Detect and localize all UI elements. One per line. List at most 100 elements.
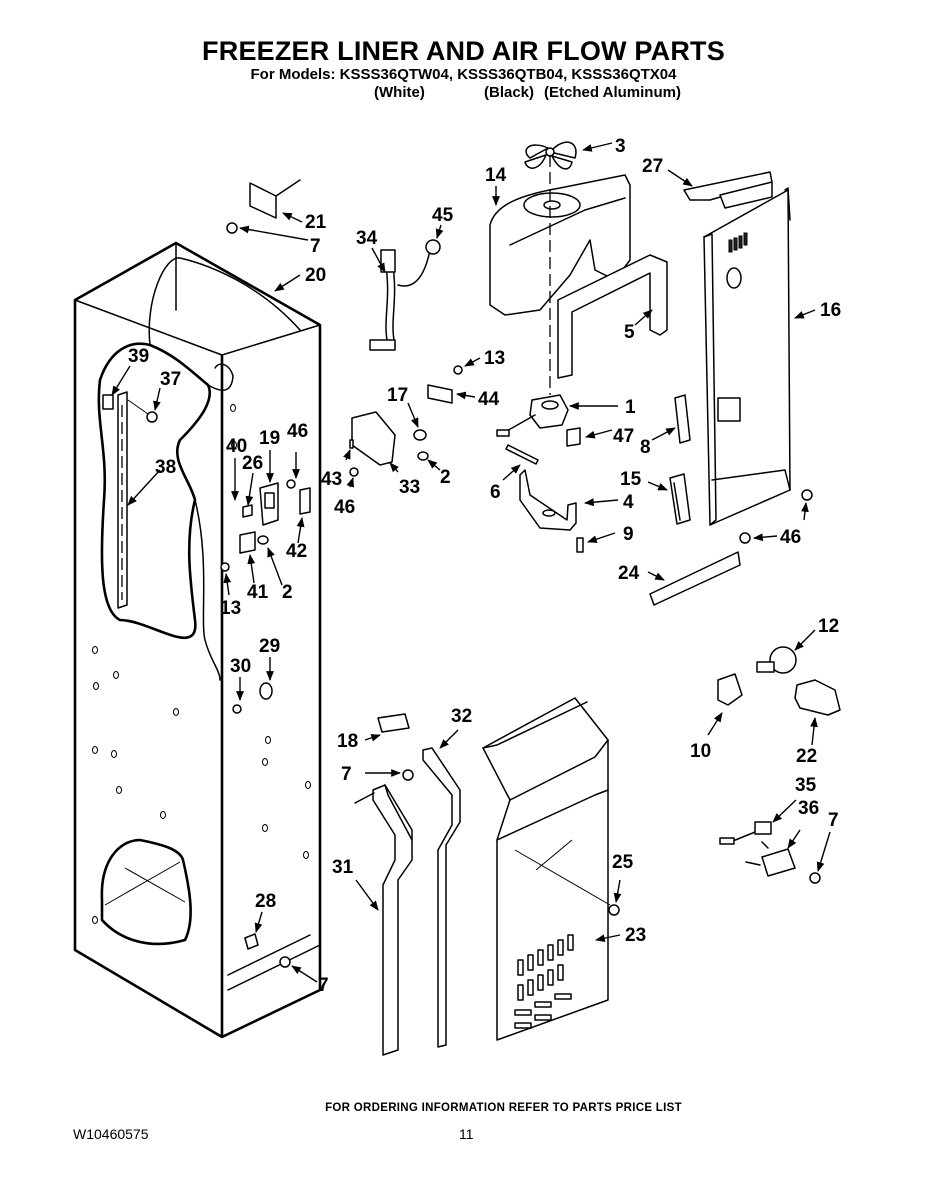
callout-31: 31 xyxy=(332,857,354,878)
part-17-thermistor xyxy=(407,402,427,441)
callout-44: 44 xyxy=(478,389,500,410)
part-7-screw-right xyxy=(809,831,831,884)
page-title: FREEZER LINER AND AIR FLOW PARTS xyxy=(202,36,725,66)
document-number: W10460575 xyxy=(73,1126,149,1142)
part-37-screw xyxy=(127,387,161,423)
part-27-cover-strip xyxy=(667,169,773,209)
part-16-air-duct-panel xyxy=(703,187,816,526)
part-15-grille xyxy=(647,473,691,525)
callout-37: 37 xyxy=(160,369,181,390)
callout-5: 5 xyxy=(624,322,635,343)
part-32-gasket-strip xyxy=(422,729,461,1048)
part-24-bracket-strip xyxy=(647,551,741,606)
part-13-screw-center xyxy=(453,357,481,375)
callout-40: 40 xyxy=(226,436,247,457)
finish-etched-aluminum: (Etched Aluminum) xyxy=(544,84,681,101)
ordering-note: FOR ORDERING INFORMATION REFER TO PARTS … xyxy=(325,1102,682,1114)
callout-26: 26 xyxy=(242,453,263,474)
part-34-wire-harness xyxy=(369,247,431,351)
part-12-light-bulb xyxy=(756,629,816,674)
callout-16: 16 xyxy=(820,300,841,321)
part-46-screw-cover xyxy=(346,467,359,488)
part-26-plate xyxy=(242,472,254,518)
part-31-mullion-strip xyxy=(354,784,413,1056)
part-2-spacer-left xyxy=(257,535,283,586)
callout-numbers: 3 27 14 21 7 45 34 20 16 5 13 39 37 44 1… xyxy=(128,136,841,996)
callout-22: 22 xyxy=(796,746,817,767)
callout-32: 32 xyxy=(451,706,472,727)
callout-3: 3 xyxy=(615,136,626,157)
callout-14: 14 xyxy=(485,165,507,186)
callout-4: 4 xyxy=(623,492,634,513)
callout-6: 6 xyxy=(490,482,501,503)
part-45-thermistor xyxy=(425,224,444,255)
callout-43: 43 xyxy=(321,469,342,490)
freezer-liner-cabinet xyxy=(73,241,322,1039)
callout-35: 35 xyxy=(795,775,817,796)
leader-20 xyxy=(274,274,301,292)
callout-21: 21 xyxy=(305,212,327,233)
callout-41: 41 xyxy=(247,582,269,603)
callout-28: 28 xyxy=(255,891,276,912)
part-7-screw-bottom xyxy=(279,956,318,983)
part-39-clip xyxy=(102,365,131,410)
finish-white: (White) xyxy=(374,84,425,101)
part-10-socket xyxy=(707,673,743,736)
part-42-bracket xyxy=(296,487,311,544)
callout-18: 18 xyxy=(337,731,358,752)
callout-12: 12 xyxy=(818,616,839,637)
part-46-screws-panel xyxy=(739,489,813,544)
cabinet-holes xyxy=(92,404,311,924)
callout-7-strip: 7 xyxy=(341,764,352,785)
callout-7-bottom: 7 xyxy=(318,975,329,996)
callout-46-panel: 46 xyxy=(780,527,801,548)
callout-45: 45 xyxy=(432,205,454,226)
callout-2-center: 2 xyxy=(440,467,451,488)
callout-17: 17 xyxy=(387,385,408,406)
part-9-screw xyxy=(576,532,616,553)
callout-29: 29 xyxy=(259,636,280,657)
callout-19: 19 xyxy=(259,428,280,449)
finish-black: (Black) xyxy=(484,84,535,101)
part-35-sensor xyxy=(719,799,797,845)
callout-42: 42 xyxy=(286,541,307,562)
part-47-pad xyxy=(566,427,613,447)
part-14-fan-housing xyxy=(489,174,631,316)
callout-1: 1 xyxy=(625,397,636,418)
part-19-switch xyxy=(259,450,279,526)
callout-9: 9 xyxy=(623,524,634,545)
part-43-pin xyxy=(343,439,354,461)
part-36-module xyxy=(745,829,801,877)
part-28-clip xyxy=(244,911,263,950)
callout-15: 15 xyxy=(620,469,642,490)
callout-7-right: 7 xyxy=(828,810,839,831)
part-5-gasket xyxy=(557,254,668,379)
part-7-screw-strip xyxy=(365,769,414,781)
callout-10: 10 xyxy=(690,741,711,762)
air-panel-vents xyxy=(514,934,574,1029)
part-46-screw-switch xyxy=(286,452,300,489)
part-21-bracket xyxy=(249,179,303,223)
part-7-screw-top xyxy=(226,222,309,241)
page-number: 11 xyxy=(459,1126,474,1142)
models-line: For Models: KSSS36QTW04, KSSS36QTB04, KS… xyxy=(250,66,677,83)
part-44-heater xyxy=(427,384,476,404)
callout-23: 23 xyxy=(625,925,646,946)
callout-30: 30 xyxy=(230,656,251,677)
callout-47: 47 xyxy=(613,426,634,447)
part-6-bracket-arm xyxy=(502,444,539,481)
callout-13-center: 13 xyxy=(484,348,505,369)
callout-20: 20 xyxy=(305,265,326,286)
duct-vents xyxy=(728,232,748,253)
part-4-motor-bracket xyxy=(519,469,619,531)
part-30-screw xyxy=(232,677,244,714)
callout-24: 24 xyxy=(618,563,640,584)
callout-46-switch: 46 xyxy=(287,421,308,442)
part-23-air-panel xyxy=(482,697,621,1041)
part-13-screw-left xyxy=(220,562,232,596)
part-29-grommet xyxy=(259,657,274,700)
part-18-label xyxy=(364,713,410,742)
callout-46-cover: 46 xyxy=(334,497,355,518)
callout-36: 36 xyxy=(798,798,819,819)
